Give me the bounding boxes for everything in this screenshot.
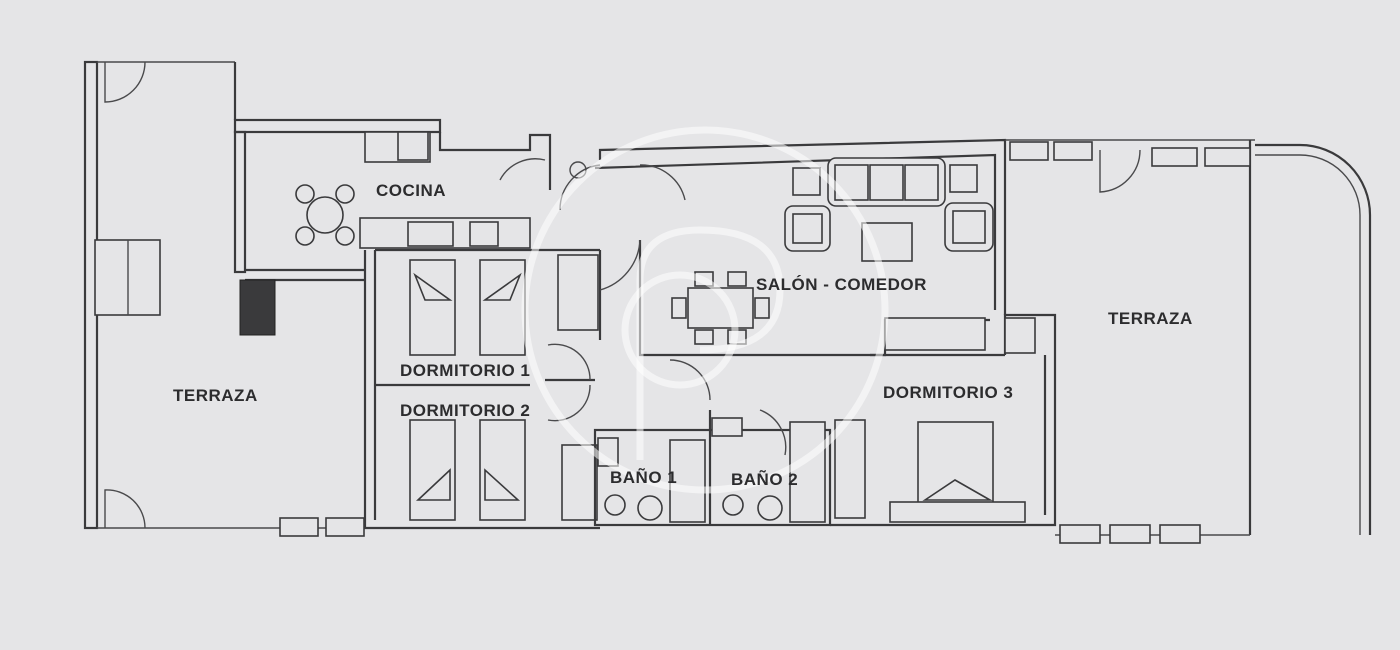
terrace-right-walls [1005, 139, 1372, 544]
bedrooms-1-2-walls [363, 248, 602, 530]
room-label-bedroom-1: DORMITORIO 1 [400, 361, 530, 380]
room-label-bedroom-2: DORMITORIO 2 [400, 401, 530, 420]
bathrooms-walls [593, 359, 832, 527]
watermark-logo [521, 126, 889, 494]
room-label-terrace-right: TERRAZA [1108, 309, 1193, 328]
kitchen-walls [233, 118, 552, 336]
room-label-bedroom-3: DORMITORIO 3 [883, 383, 1013, 402]
room-label-bathroom-1: BAÑO 1 [610, 467, 677, 487]
room-label-terrace-left: TERRAZA [173, 386, 258, 405]
terrace-left-walls [83, 60, 375, 537]
room-label-living-dining: SALÓN - COMEDOR [756, 275, 927, 294]
room-label-kitchen: COCINA [376, 181, 446, 200]
room-label-bathroom-2: BAÑO 2 [731, 469, 798, 489]
bedroom-3-walls [830, 313, 1057, 527]
